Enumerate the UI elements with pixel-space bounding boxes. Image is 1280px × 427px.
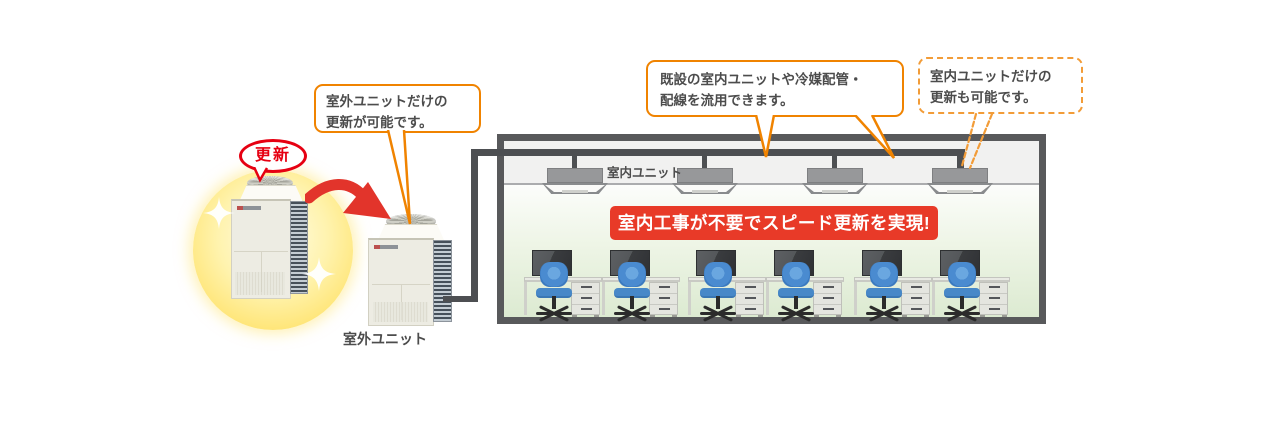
drawer-cabinet xyxy=(813,282,842,315)
workstation xyxy=(524,250,602,318)
office-chair-icon xyxy=(700,262,738,318)
brand-mark xyxy=(374,245,399,249)
side-grille xyxy=(433,240,452,322)
office-chair-icon xyxy=(778,262,816,318)
workstation xyxy=(854,250,932,318)
callout-tail-dashed xyxy=(960,112,994,170)
unit-body xyxy=(231,199,291,299)
drawer-cabinet xyxy=(571,282,600,315)
callout-tail xyxy=(754,115,776,158)
workstation xyxy=(602,250,680,318)
office-chair-icon xyxy=(866,262,904,318)
drawer-cabinet xyxy=(901,282,930,315)
callout-line: 更新も可能です。 xyxy=(930,89,1037,105)
drawer-cabinet xyxy=(649,282,678,315)
sparkle-icon xyxy=(302,257,336,291)
drawer-cabinet xyxy=(735,282,764,315)
office-chair-icon xyxy=(944,262,982,318)
indoor-unit xyxy=(672,168,738,195)
indoor-unit-label: 室内ユニット xyxy=(607,166,683,180)
pipe-drop xyxy=(832,156,837,170)
callout-line: 配線を流用できます。 xyxy=(660,92,794,108)
unit-body xyxy=(368,238,434,326)
pipe-drop xyxy=(572,156,577,170)
callout-indoor-update: 室内ユニットだけの 更新も可能です。 xyxy=(918,57,1083,114)
update-badge-tail xyxy=(252,167,269,183)
callout-tail xyxy=(854,115,896,159)
callout-outdoor-update: 室外ユニットだけの 更新が可能です。 xyxy=(314,84,481,133)
callout-line: 更新が可能です。 xyxy=(326,114,433,130)
brand-mark xyxy=(236,206,261,210)
refrigerant-pipe-vertical xyxy=(471,149,478,302)
refrigerant-pipe-main xyxy=(471,149,965,156)
indoor-unit xyxy=(542,168,608,195)
workstation xyxy=(766,250,844,318)
refrigerant-pipe-horizontal-out xyxy=(443,296,475,302)
update-badge: 更新 xyxy=(239,139,307,173)
outdoor-unit-new xyxy=(368,214,452,326)
outdoor-unit-old xyxy=(231,176,309,299)
indoor-unit xyxy=(802,168,868,195)
callout-line: 室内ユニットだけの xyxy=(930,69,1052,84)
callout-line: 室外ユニットだけの xyxy=(326,94,448,109)
office-chair-icon xyxy=(614,262,652,318)
drawer-cabinet xyxy=(979,282,1008,315)
outdoor-unit-label: 室外ユニット xyxy=(343,331,427,347)
workstation xyxy=(688,250,766,318)
side-grille xyxy=(290,201,308,294)
callout-line: 既設の室内ユニットや冷媒配管・ xyxy=(660,72,863,87)
update-arrow-icon xyxy=(305,179,391,219)
sparkle-icon xyxy=(203,197,235,229)
office-chair-icon xyxy=(536,262,574,318)
refrigerant-pipe-elbow xyxy=(957,149,964,172)
pipe-drop xyxy=(702,156,707,170)
update-badge-label: 更新 xyxy=(254,147,291,164)
callout-reuse-existing: 既設の室内ユニットや冷媒配管・ 配線を流用できます。 xyxy=(646,60,904,117)
callout-tail xyxy=(386,130,412,225)
workstation xyxy=(932,250,1010,318)
no-indoor-work-banner: 室内工事が不要でスピード更新を実現! xyxy=(610,206,938,240)
indoor-unit xyxy=(927,168,993,195)
